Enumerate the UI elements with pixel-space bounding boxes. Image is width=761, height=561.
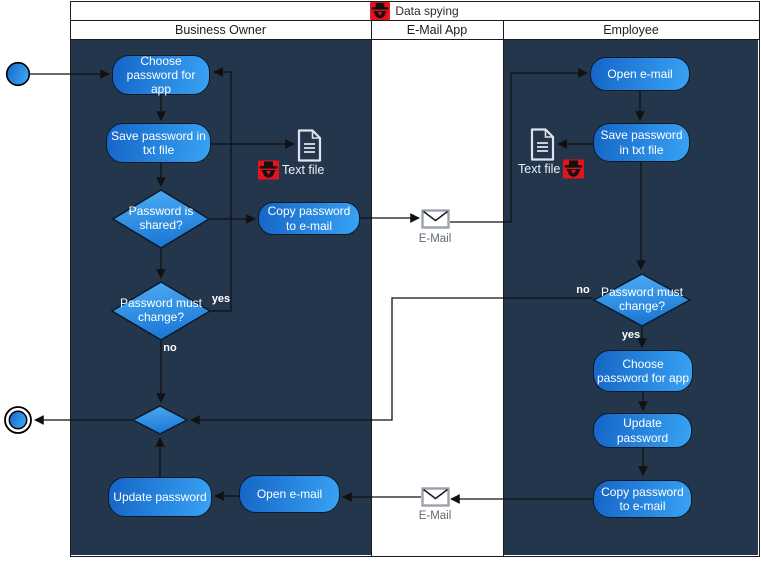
decision-label: Password is shared? (128, 204, 194, 232)
task-bo-choose-password: Choose password for app (112, 54, 210, 96)
email-label-top: E-Mail (418, 233, 452, 245)
text-file-icon-bo (297, 129, 322, 162)
spy-icon (258, 160, 279, 180)
end-node (4, 406, 32, 434)
merge-node (132, 405, 188, 435)
decision-bo-password-shared: Password is shared? (112, 189, 210, 249)
diagram-title-bar: Data spying (70, 1, 759, 20)
email-label-bottom: E-Mail (418, 510, 452, 522)
decision-label: Password must change? (119, 296, 203, 324)
text-file-label-bo-row: Text file (258, 158, 324, 182)
email-icon-top (421, 209, 450, 229)
edge-label-emp-no: no (576, 284, 590, 296)
edge-label-bo-no: no (163, 342, 177, 354)
diagram-title: Data spying (395, 3, 459, 18)
task-emp-save-password: Save password in txt file (593, 123, 690, 162)
decision-bo-password-must-change: Password must change? (111, 281, 211, 341)
task-emp-choose-password: Choose password for app (593, 350, 693, 392)
spy-icon (370, 1, 391, 20)
task-emp-update-password: Update password (593, 413, 692, 448)
task-bo-save-password: Save password in txt file (106, 123, 211, 163)
spy-icon (563, 159, 585, 179)
text-file-icon-emp (530, 128, 555, 161)
task-emp-copy-password: Copy password to e-mail (593, 480, 692, 518)
task-emp-open-email: Open e-mail (590, 57, 690, 91)
decision-emp-password-must-change: Password must change? (593, 273, 691, 327)
text-file-label: Text file (518, 162, 561, 176)
task-bo-open-email: Open e-mail (239, 475, 340, 513)
lane-header-email-app: E-Mail App (406, 23, 468, 37)
start-node (5, 61, 31, 87)
edge-label-bo-yes: yes (211, 293, 231, 305)
text-file-label-emp-row: Text file (518, 157, 585, 181)
lane-header-business-owner: Business Owner (174, 23, 266, 37)
task-bo-update-password: Update password (108, 477, 212, 517)
decision-label: Password must change? (600, 285, 684, 313)
lane-header-employee: Employee (603, 23, 659, 37)
edge-label-emp-yes: yes (621, 329, 641, 341)
text-file-label: Text file (282, 163, 325, 177)
task-bo-copy-password: Copy password to e-mail (258, 202, 360, 235)
email-icon-bottom (421, 487, 450, 507)
